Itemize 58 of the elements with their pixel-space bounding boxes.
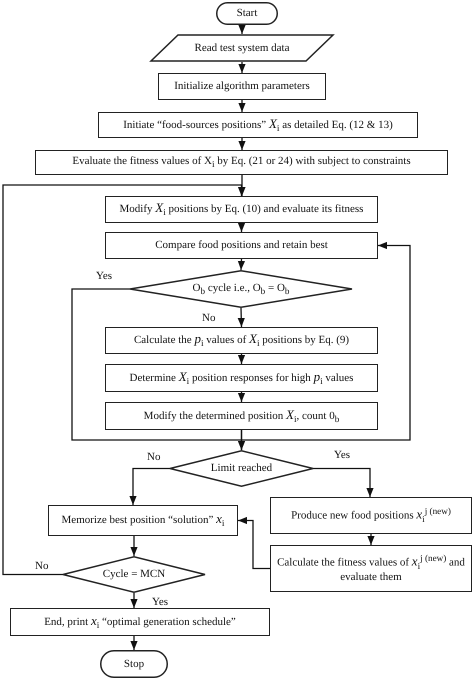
arrow xyxy=(367,534,375,545)
arrow xyxy=(238,62,246,73)
node-label: Memorize best position “solution” x$_{i}$ xyxy=(60,512,226,529)
decision-diamond xyxy=(130,270,352,308)
node-label: Modify X$_{i}$ positions by Eq. (10) and evaluate its fitness xyxy=(118,201,364,218)
node-label: Calculate the fitness values of x$_{i}$$^{j (new)}$ and evaluate them xyxy=(276,552,466,584)
process-box xyxy=(98,112,418,138)
node-label: Modify the determined position X$_{i}$, count 0$_{b}$ xyxy=(142,408,340,424)
process-box xyxy=(105,196,378,223)
process-box xyxy=(105,232,378,259)
arrow xyxy=(238,258,246,270)
node-label: Stop xyxy=(122,658,146,670)
edge-label: No xyxy=(33,560,50,572)
decision-diamond xyxy=(63,556,205,593)
decision-diamond xyxy=(170,450,313,487)
node-label: Cycle = MCN xyxy=(102,568,166,581)
node-label: Calculate the p$_{i}$ values of X$_{i}$ positions by Eq. (9) xyxy=(132,332,350,349)
node-label: Compare food positions and retain best xyxy=(154,239,329,252)
process-box xyxy=(105,364,378,392)
arrow xyxy=(130,593,138,608)
process-box xyxy=(48,505,238,536)
edge-label: No xyxy=(145,451,162,464)
node-label: Determine X$_{i}$ position responses for high p$_{i}$ values xyxy=(128,370,354,386)
node-label: Initialize algorithm parameters xyxy=(173,80,311,93)
node-label: Start xyxy=(236,7,258,20)
process-box xyxy=(158,73,326,100)
edge-label: Yes xyxy=(94,270,114,282)
arrow xyxy=(129,468,170,505)
arrow xyxy=(130,636,138,650)
arrow xyxy=(238,222,246,232)
input-parallelogram xyxy=(150,34,334,62)
node-label: End, print x$_{i}$ “optimal generation schedule” xyxy=(43,614,237,630)
node-label: Read test system data xyxy=(193,42,290,54)
arrow xyxy=(238,516,270,570)
arrow xyxy=(238,354,246,364)
arrow xyxy=(238,24,246,34)
arrow xyxy=(313,468,374,497)
arrow xyxy=(238,138,246,150)
process-box xyxy=(35,150,448,175)
process-box xyxy=(10,608,270,636)
edge-label: Yes xyxy=(150,596,170,608)
process-box xyxy=(270,497,472,534)
edge-label: No xyxy=(200,312,218,324)
node-label: Initiate “food-sources positions” X$_{i}$ as detailed Eq. (12 & 13) xyxy=(122,116,394,134)
arrow xyxy=(238,100,246,112)
arrow xyxy=(130,536,138,556)
terminal-shape xyxy=(216,2,278,25)
process-box xyxy=(105,402,378,430)
process-box xyxy=(105,327,378,354)
node-label: O$_{b}$ cycle i.e., O$_{b}$ = O$_{b}$ xyxy=(192,282,290,296)
process-box xyxy=(270,545,472,592)
edge-label: Yes xyxy=(332,449,352,462)
node-label: Limit reached xyxy=(210,462,274,475)
node-label: Evaluate the fitness values of X$_{i}$ by Eq. (21 or 24) with subject to constraints xyxy=(71,155,412,170)
arrow xyxy=(240,242,411,441)
arrow xyxy=(238,392,246,402)
arrow xyxy=(238,308,245,328)
terminal-shape xyxy=(100,650,168,678)
